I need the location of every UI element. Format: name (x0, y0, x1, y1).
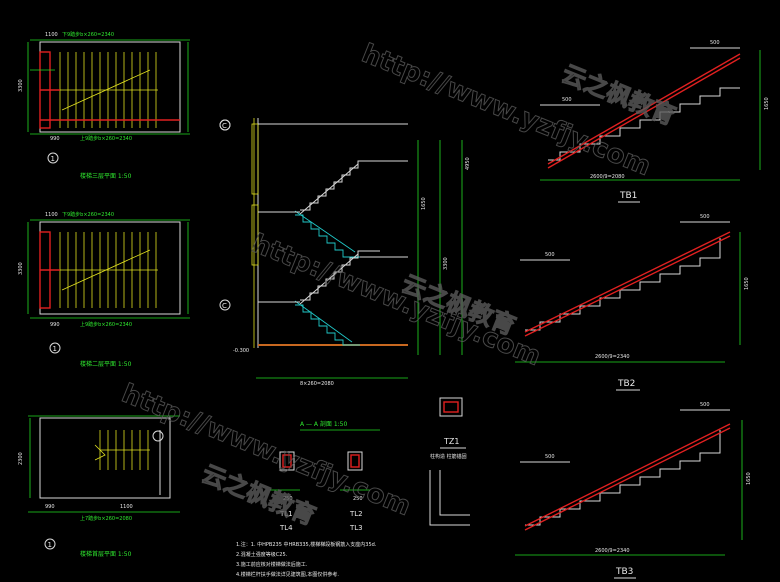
detail-caption: 柱构造 柱筋锚固 (430, 453, 467, 460)
note-line: 3.施工前应核对楼梯做法后施工. (236, 561, 308, 568)
plan-width-dim-2: 990 (50, 136, 60, 142)
plan-title: 楼梯首层平面 1:50 (80, 550, 132, 558)
svg-text:500: 500 (545, 454, 555, 460)
svg-text:C: C (222, 122, 227, 130)
axis-bubble (44, 538, 56, 550)
plan-outline (39, 417, 171, 499)
axis-bubble-c (219, 299, 231, 311)
detail-label: TL2 (349, 510, 363, 518)
axis-bubble (152, 430, 164, 442)
flight-span-dim: 2600/9=2080 (590, 174, 625, 180)
watermark-layer: http://www.yzfjy.com http://www.yzfjy.co… (117, 38, 680, 531)
svg-text:500: 500 (700, 402, 710, 408)
section-a-a: 1650 3300 4950 8×260=2080 -0.300 A — A 剖… (219, 118, 471, 431)
plan-down-label: 上9踏步b×260=2340 (80, 321, 132, 328)
flight-tb1: 2600/9=2080 500 500 1650 TB1 (540, 40, 770, 203)
note-line: 1.注：1. 中HPB235 中HRB335,楼梯梯段板钢筋入支座内35d. (236, 541, 377, 548)
detail-label: TZ1 (443, 437, 459, 446)
svg-text:1650: 1650 (744, 277, 750, 290)
svg-text:1650: 1650 (746, 472, 752, 485)
flight-title: TB3 (615, 567, 633, 577)
svg-text:-0.300: -0.300 (233, 348, 249, 354)
plan-width-dim: 990 (45, 504, 55, 510)
plan-ground-floor: 上7踏步b×260=2080 990 1100 2300 1 楼梯首层平面 1:… (18, 415, 180, 558)
note-line: 4.楼梯栏杆扶手做法详见建筑图,本图仅供参考. (236, 571, 339, 578)
svg-text:1650: 1650 (764, 97, 770, 110)
flight-span-dim: 2600/9=2340 (595, 354, 630, 360)
flight-span-dim: 2600/9=2340 (595, 548, 630, 554)
plan-width-dim-2: 1100 (120, 504, 133, 510)
section-title: A — A 剖面 1:50 (300, 420, 347, 428)
plan-down-label: 上7踏步b×260=2080 (80, 515, 132, 522)
plan-title: 楼梯三层平面 1:50 (80, 172, 132, 180)
flight-tb3: 2600/9=2340 500 500 1650 TB3 (515, 402, 752, 579)
notes-block: 1.注：1. 中HPB235 中HRB335,楼梯梯段板钢筋入支座内35d. 2… (236, 541, 377, 578)
svg-text:1: 1 (48, 541, 52, 549)
svg-text:500: 500 (700, 214, 710, 220)
stair-treads (59, 232, 158, 308)
axis-bubble (49, 342, 61, 354)
svg-text:250: 250 (353, 496, 363, 502)
stair-treads (59, 52, 158, 128)
svg-text:250: 250 (283, 496, 293, 502)
svg-text:1: 1 (53, 345, 57, 353)
svg-text:500: 500 (562, 97, 572, 103)
svg-text:C: C (222, 302, 227, 310)
detail-sublabel: TL3 (349, 524, 363, 532)
flight-title: TB1 (619, 191, 637, 201)
plan-second-floor: 下9踏步b×260=2340 上9踏步b×260=2340 1100 990 3… (18, 211, 231, 368)
plan-height-dim: 3300 (18, 262, 24, 275)
plan-width-dim: 1100 (45, 32, 58, 38)
watermark-brand: 云之枫教育 (558, 60, 680, 131)
svg-text:3300: 3300 (443, 257, 449, 270)
svg-text:500: 500 (545, 252, 555, 258)
watermark-text: http://www.yzfjy.com (247, 229, 545, 372)
flight-tb2: 2600/9=2340 500 500 1650 TB2 (515, 214, 750, 391)
plan-height-dim: 2300 (18, 452, 24, 465)
plan-width-dim: 1100 (45, 212, 58, 218)
detail-sublabel: TL4 (279, 524, 293, 532)
detail-label: TL1 (279, 510, 293, 518)
svg-text:500: 500 (710, 40, 720, 46)
plan-up-label: 下9踏步b×260=2340 (62, 31, 114, 38)
axis-bubble (47, 152, 59, 164)
plan-width-dim-2: 990 (50, 322, 60, 328)
plan-down-label: 上9踏步b×260=2340 (80, 135, 132, 142)
svg-text:1: 1 (51, 155, 55, 163)
note-line: 2.混凝土强度等级C25. (236, 551, 288, 558)
plan-title: 楼梯二层平面 1:50 (80, 360, 132, 368)
plan-height-dim: 3300 (18, 79, 24, 92)
stair-treads (94, 430, 150, 470)
section-base-dim: 8×260=2080 (300, 381, 334, 387)
flight-title: TB2 (617, 379, 635, 389)
svg-text:1650: 1650 (421, 197, 427, 210)
svg-text:4950: 4950 (465, 157, 471, 170)
beam-details: TL1 TL4 250 TL2 TL3 250 TZ1 柱构造 柱筋锚固 (270, 397, 470, 532)
plan-outline (39, 41, 181, 133)
plan-third-floor: 下9踏步b×260=2340 上9踏步b×260=2340 1100 990 3… (18, 31, 231, 180)
plan-up-label: 下9踏步b×260=2340 (62, 211, 114, 218)
